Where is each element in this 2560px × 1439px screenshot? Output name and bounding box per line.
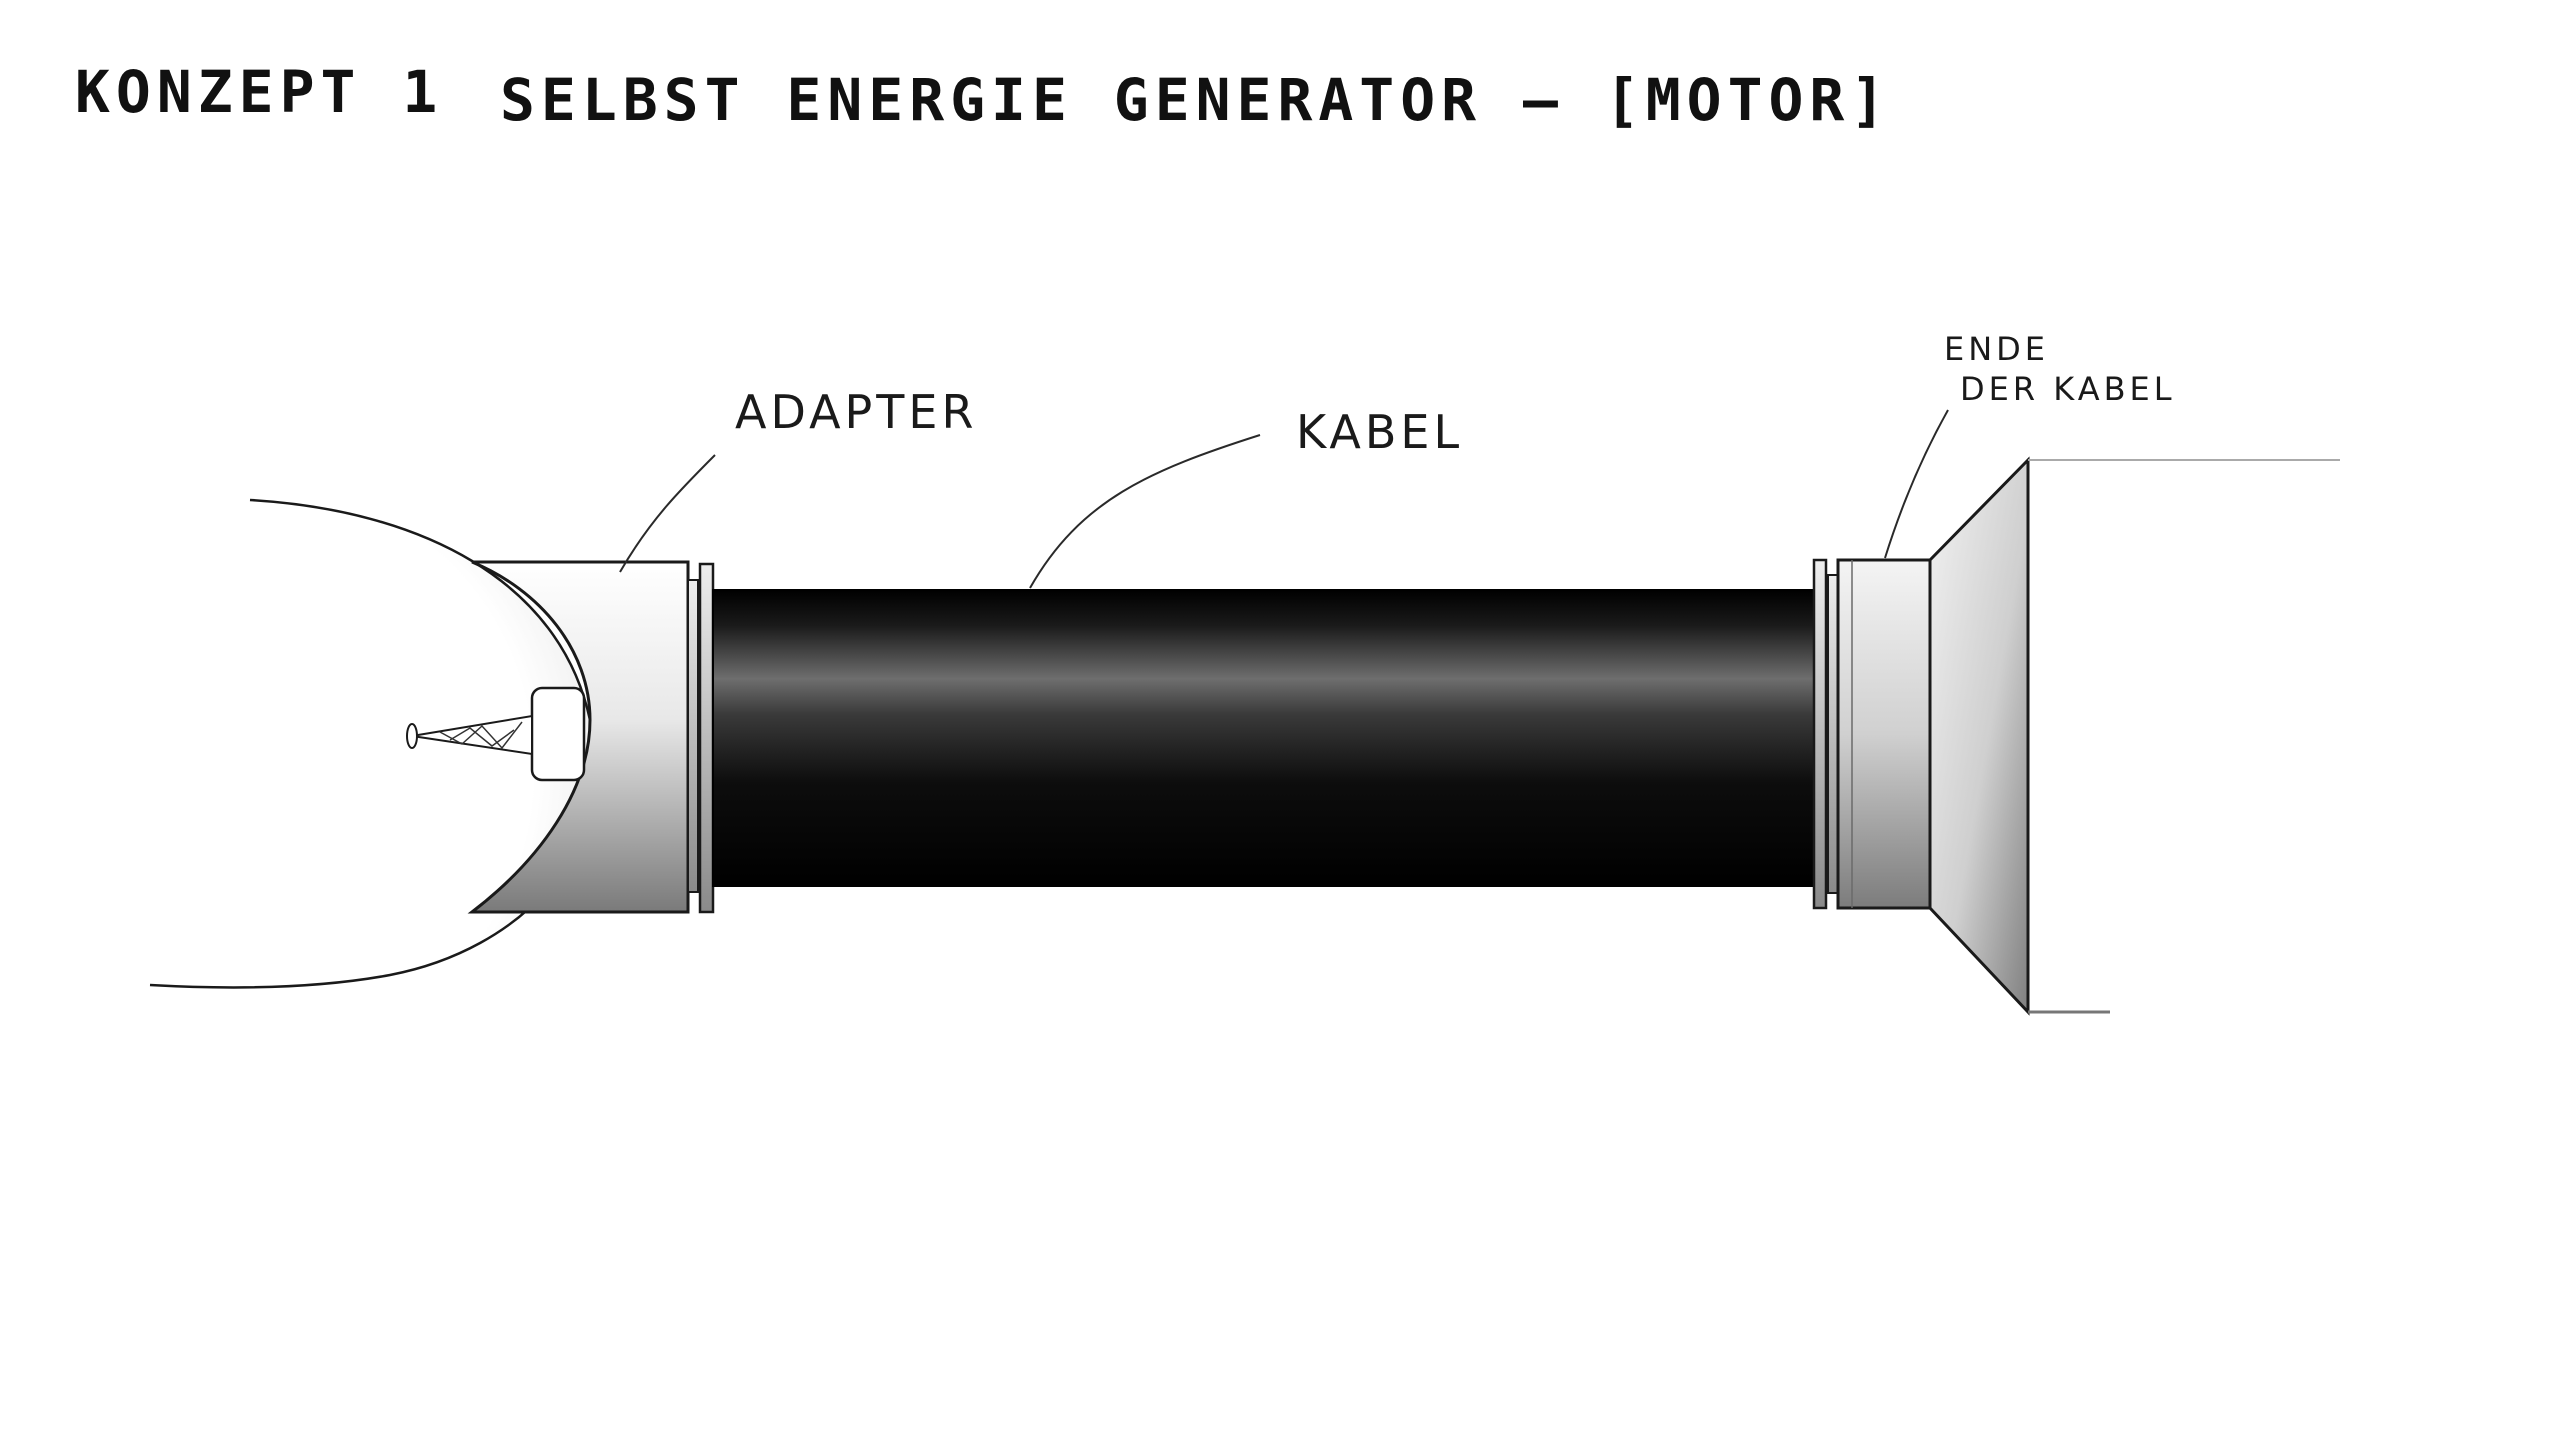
right-flange xyxy=(1812,558,1839,910)
label-kabel: KABEL xyxy=(1029,405,1463,589)
label-adapter: ADAPTER xyxy=(619,385,977,573)
kabel-label: KABEL xyxy=(1296,405,1463,459)
ende-label-line1: ENDE xyxy=(1944,330,2049,368)
funnel xyxy=(1928,456,2340,1016)
cable xyxy=(712,589,1819,887)
concept-number: KONZEPT 1 xyxy=(75,58,443,126)
adapter-label: ADAPTER xyxy=(735,385,977,439)
label-cable-end: ENDE DER KABEL xyxy=(1884,330,2176,559)
ende-label-line2: DER KABEL xyxy=(1960,370,2176,408)
left-flange xyxy=(687,562,715,914)
concept-title: SELBST ENERGIE GENERATOR – [MOTOR] xyxy=(500,66,1891,134)
title-group: KONZEPT 1 SELBST ENERGIE GENERATOR – [MO… xyxy=(75,58,1891,134)
cable-end xyxy=(1836,558,1932,910)
antenna-icon xyxy=(406,686,586,782)
adapter xyxy=(406,560,690,914)
